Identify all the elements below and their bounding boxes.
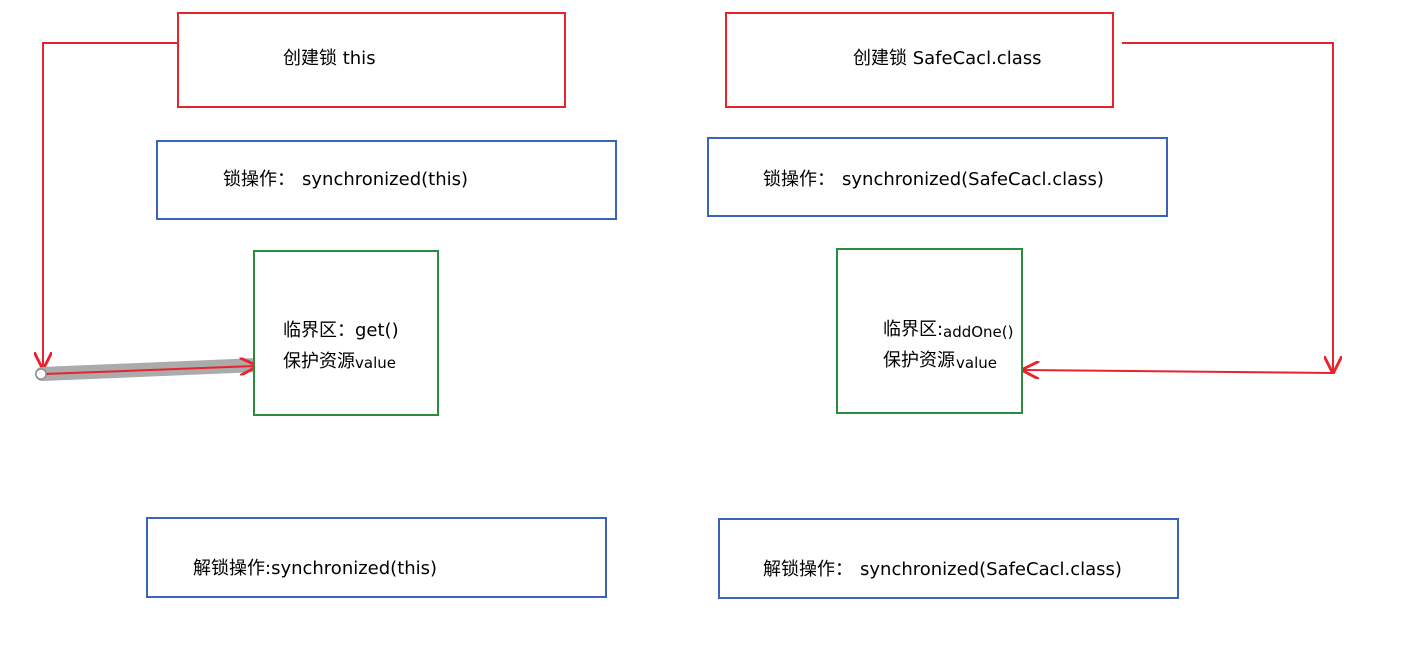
right-unlock-operation-box — [718, 518, 1179, 599]
right-critical-title-prefix: 临界区: — [883, 319, 944, 340]
right-return-arrow — [1023, 370, 1334, 373]
left-create-lock-box — [177, 12, 566, 108]
right-lock-operation-box — [707, 137, 1168, 217]
right-critical-resource: 保护资源 — [883, 350, 955, 371]
right-critical-title-method: addOne() — [943, 323, 1014, 341]
left-lock-op-prefix: 锁操作： — [223, 169, 295, 190]
left-critical-resource: 保护资源 — [283, 351, 355, 372]
right-lock-arrow — [1122, 42, 1333, 372]
left-lock-operation-box — [156, 140, 617, 220]
left-critical-resource-var: value — [355, 354, 396, 372]
left-lock-arrow — [43, 42, 193, 368]
right-unlock-op-value: synchronized(SafeCacl.class) — [860, 559, 1122, 580]
right-lock-op-prefix: 锁操作： — [763, 169, 835, 190]
left-critical-title: 临界区：get() — [283, 320, 399, 341]
left-selected-connector[interactable] — [35, 360, 266, 381]
right-unlock-op-prefix: 解锁操作： — [763, 559, 853, 580]
left-lock-op-value: synchronized(this) — [302, 169, 469, 190]
left-unlock-operation-box — [146, 517, 607, 598]
right-critical-resource-var: value — [956, 354, 997, 372]
left-create-lock-label: 创建锁 this — [283, 48, 376, 69]
right-lock-op-value: synchronized(SafeCacl.class) — [842, 169, 1104, 190]
left-critical-section-box — [253, 250, 439, 416]
right-create-lock-box — [725, 12, 1114, 108]
right-critical-section-box — [836, 248, 1023, 414]
left-unlock-op-label: 解锁操作:synchronized(this) — [193, 558, 438, 579]
right-create-lock-label: 创建锁 SafeCacl.class — [853, 48, 1042, 69]
